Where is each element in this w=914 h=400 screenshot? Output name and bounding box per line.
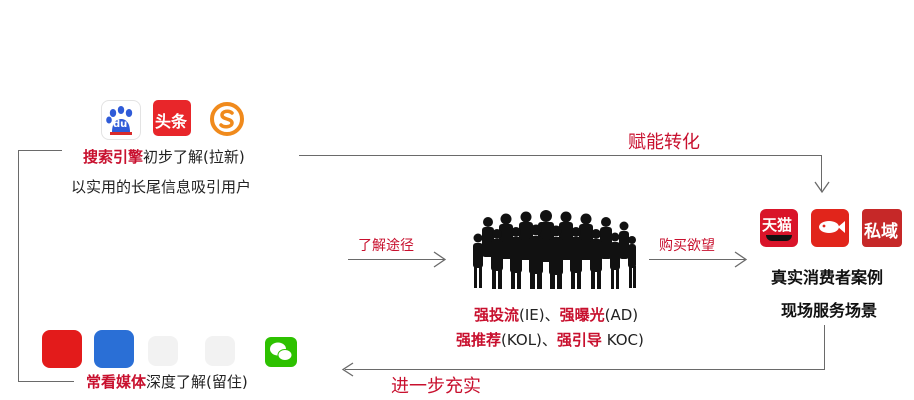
mid-right-arrow-line xyxy=(649,259,745,260)
baidu-icon-text: du xyxy=(113,119,128,130)
purchase-desire-label: 购买欲望 xyxy=(659,238,715,254)
top-connector-h xyxy=(299,155,821,156)
kol-label: (KOL)、 xyxy=(501,331,557,349)
baidu-icon: du xyxy=(101,100,141,140)
real-consumer-case-text: 真实消费者案例 xyxy=(771,268,884,287)
bottom-connector-h xyxy=(345,369,825,370)
left-bracket-bottom-stub xyxy=(18,381,74,382)
center-strategy-row-2: 强推荐(KOL)、强引导 KOC) xyxy=(456,329,644,350)
onsite-service-text: 现场服务场景 xyxy=(781,301,878,320)
mid-right-arrowhead xyxy=(734,251,748,268)
tmall-icon-text: 天猫 xyxy=(762,216,793,234)
ad-label: (AD) xyxy=(604,306,639,324)
longtail-info-text: 以实用的长尾信息吸引用户 xyxy=(71,178,252,196)
bottom-connector-v xyxy=(824,325,825,370)
ie-label: (IE)、 xyxy=(519,306,560,324)
koc-label: KOC) xyxy=(601,331,644,349)
blue-app-icon xyxy=(94,330,134,368)
search-engine-desc: 初步了解(拉新) xyxy=(143,148,245,166)
red-app-icon xyxy=(42,330,82,368)
fish-app-icon xyxy=(811,209,849,247)
mid-left-arrow-line xyxy=(348,259,444,260)
media-desc: 深度了解(留住) xyxy=(146,373,248,391)
media-label: 常看媒体 xyxy=(86,373,147,391)
further-enrich-label: 进一步充实 xyxy=(391,376,481,397)
faded-app-icon xyxy=(148,336,178,366)
wechat-icon xyxy=(265,337,297,367)
mid-left-arrowhead xyxy=(433,251,447,268)
media-line: 常看媒体深度了解(留住) xyxy=(86,371,248,392)
strong-guide-label: 强引导 xyxy=(556,331,602,349)
private-domain-icon: 私域 xyxy=(862,209,902,247)
crowd-silhouette xyxy=(473,210,636,289)
strong-traffic-label: 强投流 xyxy=(474,306,520,324)
top-connector-v xyxy=(821,155,822,191)
tmall-icon: 天猫 xyxy=(760,209,798,247)
toutiao-icon-text: 头条 xyxy=(155,112,188,131)
sogou-icon xyxy=(209,101,245,137)
toutiao-icon: 头条 xyxy=(153,100,191,136)
left-bracket-vertical xyxy=(18,150,19,382)
strong-recommend-label: 强推荐 xyxy=(456,331,502,349)
private-domain-icon-text: 私域 xyxy=(864,222,898,242)
faded-app-icon-2 xyxy=(205,336,235,366)
empower-conversion-label: 赋能转化 xyxy=(628,132,700,153)
search-engine-line: 搜索引擎初步了解(拉新) xyxy=(83,146,245,167)
bottom-connector-arrowhead xyxy=(341,362,354,377)
left-bracket-top-stub xyxy=(18,150,62,151)
strong-exposure-label: 强曝光 xyxy=(559,306,605,324)
center-strategy-row-1: 强投流(IE)、强曝光(AD) xyxy=(474,304,638,325)
understand-path-label: 了解途径 xyxy=(358,238,414,254)
top-connector-arrowhead xyxy=(814,181,830,194)
search-engine-label: 搜索引擎 xyxy=(83,148,144,166)
